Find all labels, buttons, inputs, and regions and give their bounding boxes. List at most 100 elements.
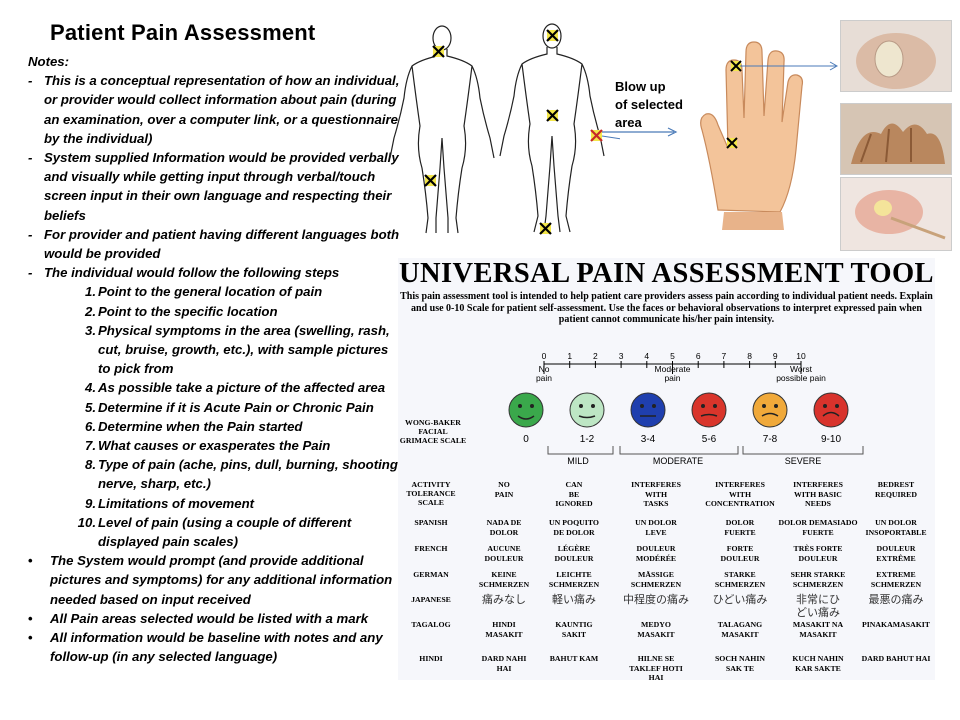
grid-cell: STARKE SCHMERZEN: [714, 570, 766, 589]
grid-cell: HILNE SE TAKLEF HOTI HAI: [629, 654, 683, 682]
scale-number: 5: [670, 351, 675, 361]
note-item: -System supplied Information would be pr…: [28, 150, 399, 223]
face-2-icon[interactable]: [567, 390, 607, 430]
grid-cell: LEICHTE SCHMERZEN: [548, 570, 600, 589]
step-item: 5.Determine if it is Acute Pain or Chron…: [26, 398, 401, 417]
grid-cell: PINAKAMASAKIT: [861, 620, 930, 629]
grid-cell: BAHUT KAM: [549, 654, 599, 663]
face-range-label: 7-8: [762, 434, 778, 445]
row-label: FRENCH: [414, 544, 448, 553]
photo-nail-symptom[interactable]: [840, 20, 952, 92]
grid-cell: FORTE DOULEUR: [720, 544, 760, 563]
note-item: -This is a conceptual representation of …: [28, 73, 400, 146]
scale-number: 0: [542, 351, 547, 361]
scale-anchor-label: Moderate pain: [654, 364, 691, 383]
step-number: 2.: [85, 303, 96, 319]
severity-label: MODERATE: [652, 456, 704, 466]
note-item: -The individual would follow the followi…: [28, 265, 340, 281]
scale-number: 3: [619, 351, 624, 361]
grid-cell: MÄSSIGE SCHMERZEN: [630, 570, 682, 589]
row-label: HINDI: [419, 654, 443, 663]
pain-mark-x: [546, 109, 559, 122]
step-text: As possible take a picture of the affect…: [98, 380, 386, 396]
severity-label: SEVERE: [784, 456, 822, 466]
tool-title: UNIVERSAL PAIN ASSESSMENT TOOL: [399, 258, 934, 289]
hand-closeup[interactable]: [680, 30, 840, 230]
grid-cell: UN DOLOR LEVE: [635, 518, 677, 537]
step-item: 6.Determine when the Pain started: [26, 417, 401, 436]
scale-number: 4: [644, 351, 649, 361]
step-item: 4.As possible take a picture of the affe…: [26, 378, 401, 397]
face-10-icon[interactable]: [811, 390, 851, 430]
grid-cell: DOLOR DEMASIADO FUERTE: [778, 518, 858, 537]
severity-brackets: [547, 446, 864, 455]
grid-cell: DOULEUR EXTRÊME: [876, 544, 916, 563]
bullet-text: The System would prompt (and provide add…: [50, 553, 393, 607]
face-0-icon[interactable]: [506, 390, 546, 430]
grid-cell: LÉGÈRE DOULEUR: [554, 544, 594, 563]
grid-cell: DOLOR FUERTE: [724, 518, 756, 537]
grid-cell: INTERFERES WITH TASKS: [631, 480, 681, 508]
step-number: 5.: [85, 399, 96, 415]
scale-number: 10: [796, 351, 806, 361]
step-item: 1.Point to the general location of pain: [26, 282, 401, 301]
grid-cell: CAN BE IGNORED: [555, 480, 593, 508]
scale-number: 8: [747, 351, 752, 361]
grid-cell: NADA DE DOLOR: [486, 518, 522, 537]
blowup-label: Blow up of selected area: [615, 79, 683, 130]
note-text: System supplied Information would be pro…: [44, 150, 399, 223]
bullet-icon: •: [28, 553, 33, 569]
bullet-item: • The System would prompt (and provide ad…: [26, 551, 401, 609]
face-range-label: 3-4: [640, 434, 656, 445]
face-8-icon[interactable]: [750, 390, 790, 430]
step-text: Level of pain (using a couple of differe…: [98, 514, 352, 550]
step-number: 10.: [77, 514, 96, 530]
body-diagram[interactable]: [380, 18, 620, 248]
face-range-label: 0: [523, 434, 529, 445]
scale-number: 6: [696, 351, 701, 361]
faces-scale-label: WONG-BAKER FACIAL GRIMACE SCALE: [399, 418, 467, 445]
grid-cell: KEINE SCHMERZEN: [478, 570, 530, 589]
bullet-item: •All Pain areas selected would be listed…: [26, 609, 401, 628]
page-title: Patient Pain Assessment: [50, 20, 316, 45]
grid-cell: AUCUNE DOULEUR: [484, 544, 524, 563]
step-item: 7.What causes or exasperates the Pain: [26, 436, 401, 455]
grid-cell: KUCH NAHIN KAR SAKTE: [792, 654, 844, 673]
grid-cell: 最悪の痛み: [868, 593, 924, 606]
pain-marks: [424, 29, 603, 235]
grid-cell: TALAGANG MASAKIT: [717, 620, 763, 639]
step-item: 8.Type of pain (ache, pins, dull, burnin…: [26, 455, 401, 493]
step-number: 1.: [85, 284, 96, 300]
step-item: 3.Physical symptoms in the area (swellin…: [26, 321, 401, 379]
note-text: This is a conceptual representation of h…: [44, 73, 400, 146]
face-6-icon[interactable]: [689, 390, 729, 430]
bullet-text: All information would be baseline with n…: [50, 630, 383, 665]
grid-cell: SEHR STARKE SCHMERZEN: [790, 570, 846, 589]
step-text: Limitations of movement: [98, 495, 255, 511]
grid-cell: INTERFERES WITH BASIC NEEDS: [793, 480, 843, 508]
grid-cell: NO PAIN: [494, 480, 514, 499]
step-text: Physical symptoms in the area (swelling,…: [98, 322, 390, 377]
grid-cell: 中程度の痛み: [623, 593, 689, 606]
grid-cell: DARD BAHUT HAI: [861, 654, 931, 663]
step-text: Point to the general location of pain: [98, 284, 323, 300]
pain-assessment-tool: UNIVERSAL PAIN ASSESSMENT TOOL This pain…: [398, 258, 935, 682]
face-4-icon[interactable]: [628, 390, 668, 430]
severity-label: MILD: [567, 456, 589, 466]
step-text: Type of pain (ache, pins, dull, burning,…: [98, 457, 398, 492]
step-number: 6.: [85, 418, 96, 434]
step-number: 4.: [85, 380, 96, 396]
pain-mark-x: [424, 174, 437, 187]
grid-cell: UN DOLOR INSOPORTABLE: [865, 518, 927, 537]
note-item: -For provider and patient having differe…: [28, 226, 400, 262]
row-label: SPANISH: [414, 518, 448, 527]
row-label: TAGALOG: [411, 620, 451, 629]
photo-joint-swelling[interactable]: [840, 103, 952, 175]
face-range-label: 5-6: [701, 434, 717, 445]
photo-toe-symptom[interactable]: [840, 177, 952, 251]
face-range-label: 1-2: [579, 434, 595, 445]
notes-panel: Notes: -This is a conceptual representat…: [26, 52, 401, 667]
bullet-item: •All information would be baseline with …: [26, 628, 401, 666]
grid-cell: SOCH NAHIN SAK TE: [714, 654, 766, 673]
